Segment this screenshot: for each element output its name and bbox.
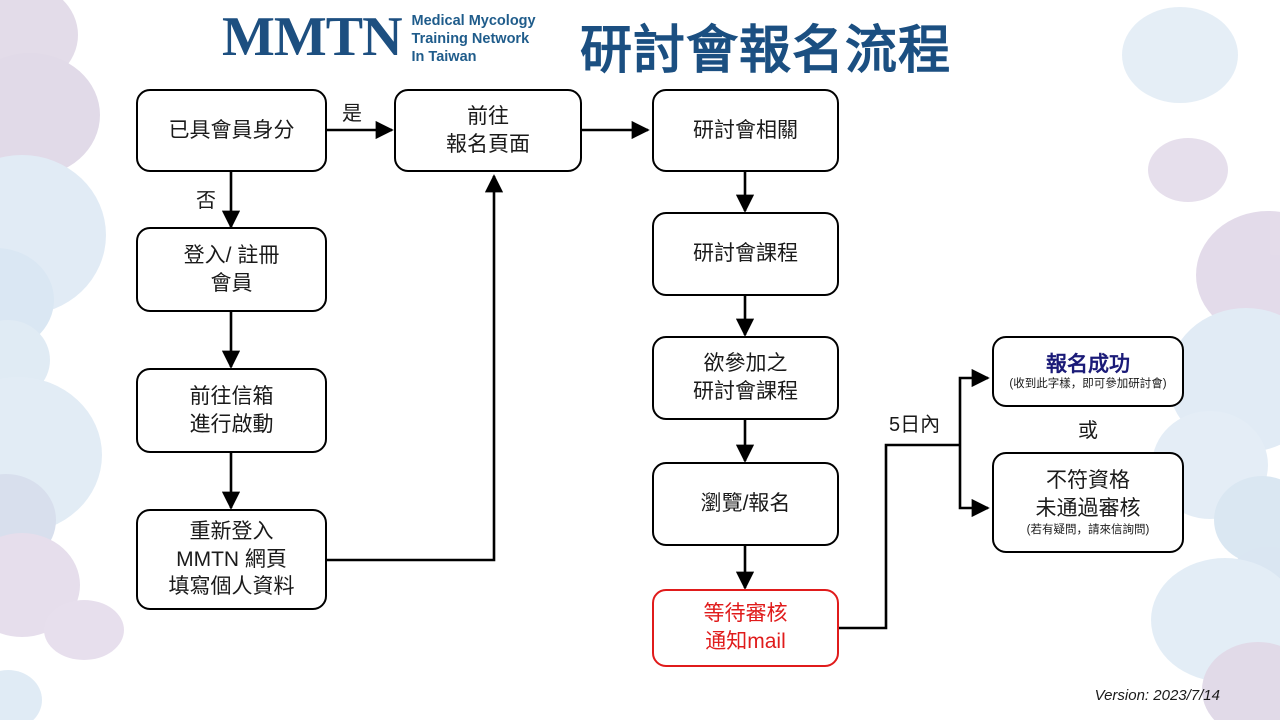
node-desired-courses-line-1: 欲參加之 bbox=[703, 352, 788, 376]
node-relogin-profile-line-1: 重新登入 bbox=[189, 519, 274, 543]
edge-label-no: 否 bbox=[196, 190, 216, 212]
edge-label-yes: 是 bbox=[342, 103, 362, 125]
mmtn-logo: MMTN Medical Mycology Training Network I… bbox=[222, 8, 536, 66]
logo-subtitle-line-3: In Taiwan bbox=[411, 49, 477, 66]
node-browse-signup[interactable]: 瀏覽/報名 bbox=[652, 462, 839, 546]
node-browse-signup-line-1: 瀏覽/報名 bbox=[700, 492, 791, 516]
node-mailbox-activate[interactable]: 前往信箱 進行啟動 bbox=[136, 368, 327, 453]
edge-label-within-5-days: 5日內 bbox=[889, 414, 941, 436]
node-relogin-profile-line-3: 填寫個人資料 bbox=[168, 575, 295, 599]
node-mailbox-activate-line-1: 前往信箱 bbox=[189, 384, 274, 408]
logo-subtitle: Medical Mycology Training Network In Tai… bbox=[412, 8, 536, 66]
node-success[interactable]: 報名成功 (收到此字樣，即可參加研討會) bbox=[992, 336, 1184, 407]
logo-subtitle-line-1: Medical Mycology bbox=[411, 13, 536, 29]
node-seminar-courses[interactable]: 研討會課程 bbox=[652, 212, 839, 296]
node-seminar-related-line-1: 研討會相關 bbox=[693, 118, 798, 142]
node-login-register[interactable]: 登入/ 註冊 會員 bbox=[136, 227, 327, 312]
version-stamp: Version: 2023/7/14 bbox=[1094, 687, 1220, 704]
node-member-status[interactable]: 已具會員身分 bbox=[136, 89, 327, 172]
node-relogin-profile[interactable]: 重新登入 MMTN 網頁 填寫個人資料 bbox=[136, 509, 327, 610]
node-member-status-line-1: 已具會員身分 bbox=[168, 118, 295, 142]
node-rejected[interactable]: 不符資格 未通過審核 (若有疑問，請來信詢問) bbox=[992, 452, 1184, 553]
node-rejected-line-1: 不符資格 bbox=[1046, 469, 1130, 493]
node-success-headline: 報名成功 bbox=[1046, 352, 1130, 376]
node-await-review[interactable]: 等待審核 通知mail bbox=[652, 589, 839, 667]
edge-label-or: 或 bbox=[1078, 420, 1098, 442]
node-await-review-line-2: 通知mail bbox=[705, 630, 786, 653]
node-mailbox-activate-line-2: 進行啟動 bbox=[189, 412, 274, 436]
node-go-signup-page-line-2: 報名頁面 bbox=[446, 132, 530, 156]
node-desired-courses[interactable]: 欲參加之 研討會課程 bbox=[652, 336, 839, 420]
node-success-subnote: (收到此字樣，即可參加研討會) bbox=[1009, 377, 1167, 390]
node-rejected-line-2: 未通過審核 bbox=[1035, 497, 1141, 521]
node-seminar-related[interactable]: 研討會相關 bbox=[652, 89, 839, 172]
page-title: 研討會報名流程 bbox=[580, 22, 952, 80]
node-relogin-profile-line-2: MMTN 網頁 bbox=[176, 547, 287, 571]
node-go-signup-page[interactable]: 前往 報名頁面 bbox=[394, 89, 582, 172]
node-rejected-subnote: (若有疑問，請來信詢問) bbox=[1026, 523, 1150, 536]
node-login-register-line-1: 登入/ 註冊 bbox=[183, 243, 280, 267]
logo-subtitle-line-2: Training Network bbox=[411, 31, 530, 48]
node-desired-courses-line-2: 研討會課程 bbox=[693, 380, 798, 403]
node-login-register-line-2: 會員 bbox=[210, 271, 253, 295]
node-await-review-line-1: 等待審核 bbox=[703, 602, 788, 626]
logo-wordmark: MMTN bbox=[222, 6, 403, 69]
node-seminar-courses-line-1: 研討會課程 bbox=[693, 242, 798, 266]
node-go-signup-page-line-1: 前往 bbox=[467, 104, 509, 128]
